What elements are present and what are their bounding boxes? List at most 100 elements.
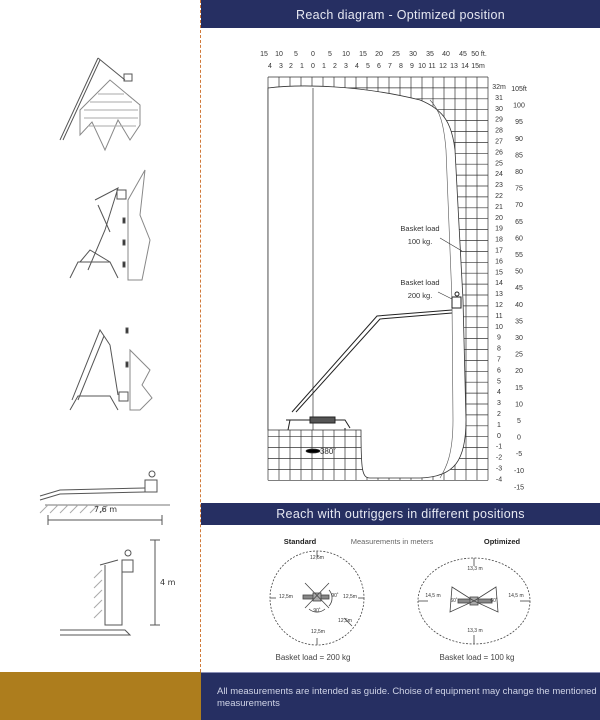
ft-tick-label: 5 (328, 51, 332, 58)
height-m-label: 6 (497, 367, 501, 374)
basket-load-200-value: 200 kg. (408, 291, 433, 300)
optimized-angle-2: 60˚ (490, 597, 498, 604)
height-ft-label: 50 (515, 269, 523, 276)
optimized-right: 14,5 m (508, 593, 523, 599)
usage-illustrations (39, 57, 170, 636)
ft-tick-label: 10 (275, 51, 283, 58)
m-tick-label: 0 (311, 63, 315, 70)
height-m-label: 16 (495, 258, 503, 265)
m-tick-label: 15m (471, 63, 485, 70)
height-m-label: 22 (495, 193, 503, 200)
height-label: 4 m (160, 578, 176, 587)
height-m-label: 11 (495, 313, 502, 320)
reach-label: 7,6 m (94, 505, 118, 514)
height-ft-label: 55 (515, 252, 523, 259)
height-m-label: -2 (496, 455, 502, 462)
reach-envelope (267, 85, 467, 479)
basket-load-200-label: Basket load (400, 278, 439, 287)
height-ft-label: 90 (515, 136, 523, 143)
m-tick-label: 8 (399, 63, 403, 70)
height-ft-label: 30 (515, 335, 523, 342)
optimized-left: 14,5 m (425, 593, 440, 599)
height-m-label: 9 (497, 335, 501, 342)
height-m-label: 13 (495, 291, 503, 298)
height-m-label: -4 (496, 476, 502, 483)
rotation-label: 380˚ (320, 447, 336, 456)
height-m-label: 20 (495, 215, 503, 222)
ft-tick-label: 40 (442, 51, 450, 58)
height-ft-label: 65 (515, 219, 523, 226)
height-m-label: 0 (497, 433, 501, 440)
height-ft-label: 0 (517, 435, 521, 442)
standard-top: 12,5m (310, 555, 324, 561)
outriggers-header: Reach with outriggers in different posit… (201, 503, 600, 525)
wall-high-illustration (69, 169, 151, 281)
m-tick-label: 7 (388, 63, 392, 70)
ft-tick-label: 30 (409, 51, 417, 58)
boom-lift-machine (286, 291, 462, 431)
height-m-label: 21 (495, 204, 503, 211)
height-ft-label: 80 (515, 169, 523, 176)
optimized-label: Optimized (484, 537, 521, 546)
basket-load-100-label: Basket load (400, 224, 439, 233)
m-tick-label: 14 (461, 63, 469, 70)
height-ft-label: 20 (515, 368, 523, 375)
height-m-label: 7 (497, 357, 501, 364)
height-m-label: 18 (495, 237, 503, 244)
footer-note: All measurements are intended as guide. … (201, 672, 600, 720)
m-tick-label: 2 (333, 63, 337, 70)
height-ft-label: -15 (514, 484, 524, 491)
ft-tick-label: 0 (311, 51, 315, 58)
horizontal-reach-illustration (39, 470, 170, 525)
height-ft-label: 70 (515, 202, 523, 209)
height-m-label: 15 (495, 269, 503, 276)
height-ft-label: 5 (517, 418, 521, 425)
m-tick-label: 2 (289, 63, 293, 70)
height-m-label: 4 (497, 389, 501, 396)
height-ft-label: 45 (515, 285, 523, 292)
height-m-label: 5 (497, 378, 501, 385)
m-tick-label: 6 (377, 63, 381, 70)
wall-low-illustration (69, 327, 153, 411)
standard-angle-2: 90˚ (313, 607, 321, 614)
height-ft-label: -5 (516, 451, 522, 458)
outrigger-diagrams: 12,5m 12,5m 12,5m 12,5m 12,5m 90˚ 90˚ 13… (269, 537, 531, 662)
standard-load: Basket load = 200 kg (276, 653, 351, 662)
m-tick-label: 4 (268, 63, 272, 70)
height-m-label: 26 (495, 149, 503, 156)
height-m-label: 2 (497, 411, 501, 418)
optimized-bottom: 13,3 m (467, 628, 482, 634)
m-tick-label: 1 (300, 63, 304, 70)
height-m-label: 17 (495, 248, 503, 255)
height-m-label: 30 (495, 106, 503, 113)
standard-left: 12,5m (279, 594, 293, 600)
height-m-label: 32m (492, 84, 506, 91)
ft-tick-label: 50 ft. (471, 51, 487, 58)
height-ft-label: 35 (515, 318, 523, 325)
height-m-label: 24 (495, 171, 503, 178)
height-m-label: 10 (495, 324, 503, 331)
height-ft-label: -10 (514, 468, 524, 475)
standard-diagonal: 12,5m (338, 618, 352, 624)
optimized-angle-1: 60˚ (450, 597, 458, 604)
roof-illustration (59, 57, 141, 152)
ft-tick-label: 35 (426, 51, 434, 58)
height-ft-label: 25 (515, 352, 523, 359)
m-tick-label: 12 (439, 63, 447, 70)
standard-right: 12,5m (343, 594, 357, 600)
height-m-label: 27 (495, 139, 503, 146)
height-m-label: 3 (497, 400, 501, 407)
height-m-label: 19 (495, 226, 503, 233)
height-ft-label: 85 (515, 152, 523, 159)
height-m-label: 8 (497, 346, 501, 353)
m-tick-label: 11 (428, 63, 435, 70)
footer-accent (0, 672, 201, 720)
height-m-label: 28 (495, 128, 503, 135)
ft-tick-label: 15 (260, 51, 268, 58)
m-tick-label: 13 (450, 63, 458, 70)
units-note: Measurements in meters (351, 537, 434, 546)
ft-tick-label: 25 (392, 51, 400, 58)
ft-tick-label: 10 (342, 51, 350, 58)
below-level-illustration (60, 539, 160, 636)
